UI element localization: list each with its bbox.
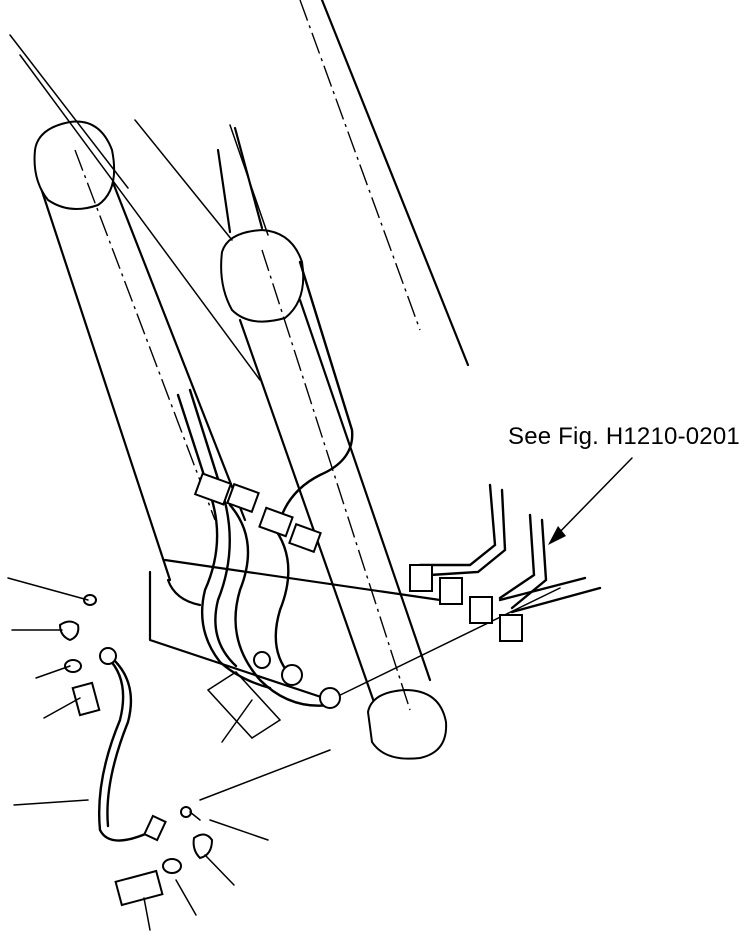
- exploded-hose-assembly: [97, 647, 167, 842]
- loose-parts: [58, 594, 214, 907]
- leader-lines-top: [9, 34, 269, 381]
- hydraulic-tubes: [176, 260, 602, 707]
- reference-arrow: [548, 457, 633, 545]
- boom-structure: [148, 0, 561, 702]
- pipe-clamps: [193, 472, 523, 642]
- detail-box: [206, 671, 282, 743]
- leader-lines-parts: [7, 577, 331, 931]
- left-lift-cylinder: [33, 120, 247, 607]
- right-lift-cylinder: [216, 126, 448, 760]
- figure-reference-label: See Fig. H1210-0201: [508, 423, 740, 450]
- hose-fittings: [253, 651, 341, 709]
